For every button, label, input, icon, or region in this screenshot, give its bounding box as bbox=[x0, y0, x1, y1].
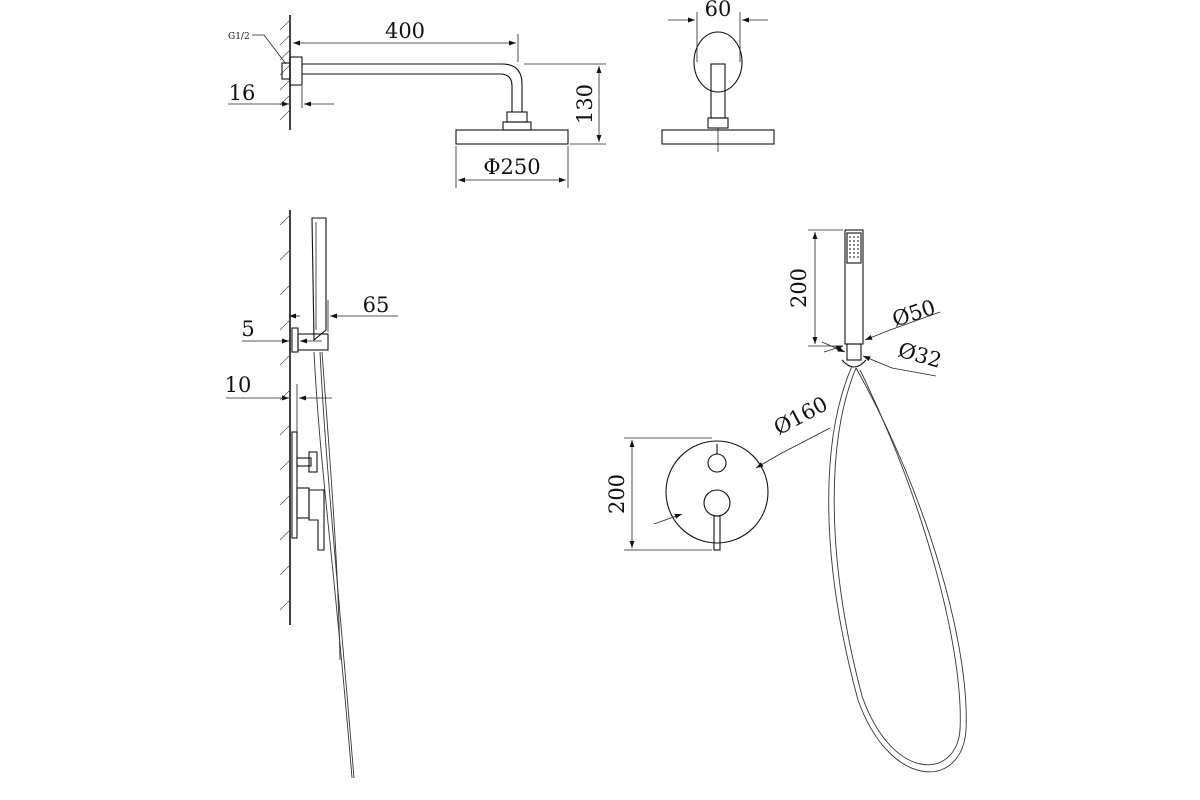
diverter-knob-side bbox=[308, 451, 318, 473]
holder-depth-dim: 65 bbox=[363, 293, 390, 317]
hand-shower-body bbox=[311, 217, 327, 342]
hose-front-outer bbox=[828, 365, 967, 773]
holder-body bbox=[297, 333, 329, 351]
lower-wall-hatching bbox=[279, 214, 291, 611]
shower-arm bbox=[302, 63, 523, 112]
thread-label: G1/2 bbox=[228, 32, 250, 42]
drop-height-dim: 130 bbox=[573, 84, 597, 124]
hose-front-inner bbox=[833, 367, 961, 766]
plate-diameter-dim: Ø160 bbox=[770, 392, 832, 440]
mixer-front-view: Ø160 200 bbox=[605, 392, 832, 551]
wall-flange-circle bbox=[693, 31, 743, 93]
wall-offset-dim: 16 bbox=[229, 81, 256, 105]
thread-fitting bbox=[281, 62, 291, 80]
arm-length-dim: 400 bbox=[385, 19, 425, 43]
head-diameter-50-dim: Ø50 bbox=[889, 295, 938, 331]
plate-height-dim: 200 bbox=[605, 474, 629, 514]
diverter-knob bbox=[707, 453, 727, 473]
hand-shower-neck bbox=[846, 343, 862, 361]
flange-gap-dim: 5 bbox=[241, 317, 254, 341]
arm-flange bbox=[289, 56, 303, 86]
mixer-handle bbox=[703, 489, 731, 517]
head-diameter-dim: Φ250 bbox=[483, 155, 540, 179]
shower-head-front-view: 60 bbox=[661, 0, 775, 152]
hand-shower-handle bbox=[844, 229, 864, 345]
hose-side bbox=[313, 351, 353, 779]
mixer-plate-side bbox=[291, 431, 298, 539]
spray-face bbox=[846, 232, 862, 264]
hand-shower-front-view: 200 Ø50 Ø32 bbox=[787, 229, 967, 773]
head-connector bbox=[506, 111, 528, 123]
neck-diameter-32-dim: Ø32 bbox=[895, 338, 944, 373]
spray-nozzles bbox=[849, 236, 859, 258]
mixer-lever bbox=[713, 515, 721, 551]
mixer-lever-side bbox=[308, 489, 325, 551]
holder-flange bbox=[291, 327, 299, 353]
mixer-plate bbox=[665, 440, 769, 544]
arm-width-dim: 60 bbox=[705, 0, 732, 21]
front-head-plate bbox=[661, 129, 775, 145]
shower-head-side-view: G1/2 400 16 130 Φ250 bbox=[228, 15, 606, 188]
shower-head-plate bbox=[455, 129, 569, 145]
handle-length-dim: 200 bbox=[787, 268, 811, 308]
hand-shower-side-view: 65 5 10 bbox=[225, 210, 398, 779]
mixer-offset-dim: 10 bbox=[225, 373, 252, 397]
thread-leader bbox=[252, 34, 287, 65]
